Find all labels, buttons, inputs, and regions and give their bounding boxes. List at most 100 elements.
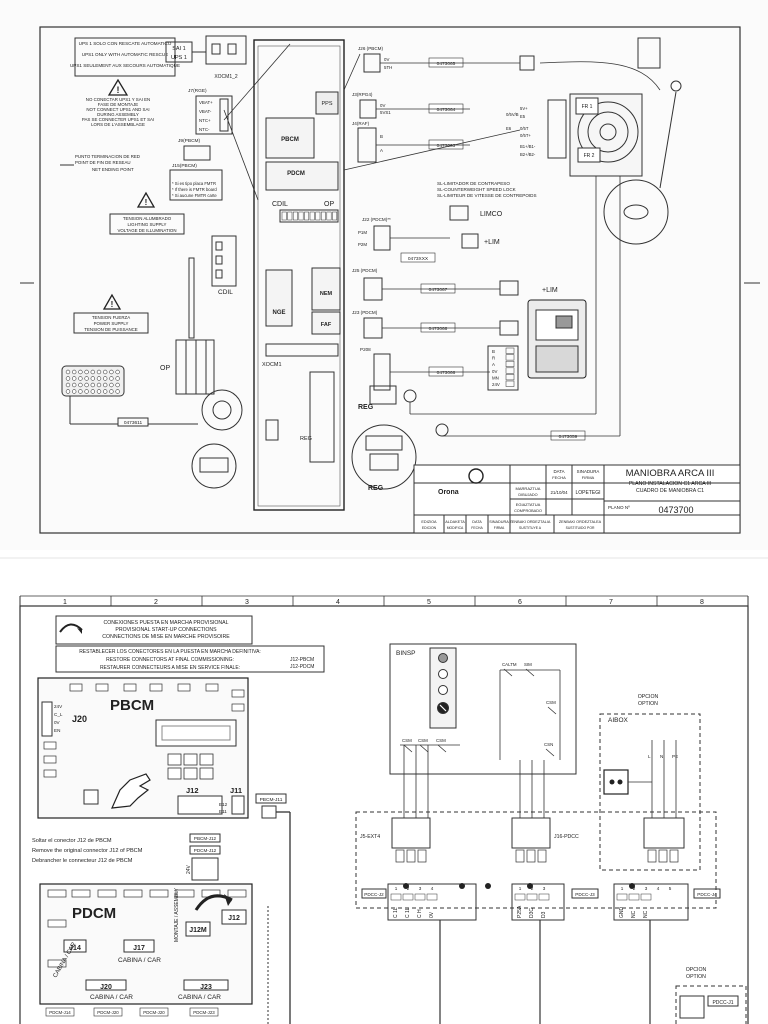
revision-col: FECHA	[471, 526, 483, 530]
connector-pin	[647, 849, 657, 863]
lcd-display	[155, 719, 237, 747]
power-line: POWER SUPPLY	[94, 321, 129, 326]
cable-label-box	[550, 430, 586, 441]
encoder-pin: 0/5T+	[520, 133, 531, 138]
warning-icon: !	[107, 78, 129, 96]
pdcm-header	[47, 919, 67, 928]
ending-point-line: NET ENDING POINT	[92, 167, 134, 172]
cable-label-box	[117, 417, 149, 427]
revision-col: FIRMA	[494, 526, 505, 530]
binsp-contact-label: CSM	[546, 700, 556, 705]
svg-text:!: !	[111, 300, 114, 309]
sheet-1-frame	[39, 26, 741, 534]
terminal-number: 1	[621, 886, 624, 891]
terminal-cell	[402, 893, 414, 901]
warn-note-line: LORS DE L'ASSEMBLAGE	[91, 122, 145, 127]
duct	[309, 371, 335, 463]
j20-connector	[85, 979, 127, 991]
terminal-number: 3	[645, 886, 648, 891]
drum-dot	[78, 382, 83, 388]
drum-dot	[96, 389, 102, 394]
title-col: FIRMA	[582, 475, 595, 480]
grid-label: 6	[518, 599, 522, 606]
terminal-cell	[287, 211, 293, 221]
j16-pdcc-label: J16-PDCC	[554, 834, 579, 840]
binsp-contact-label: CSM	[402, 738, 412, 743]
terminal-screw	[403, 883, 409, 889]
j22-pin: P2M	[358, 242, 367, 247]
j17-connector	[123, 939, 155, 953]
terminal-number: 3	[543, 886, 546, 891]
pdcm-header	[227, 889, 247, 898]
option-box	[675, 985, 747, 1024]
p208-pin-cell	[505, 367, 515, 374]
p208-pin: A	[492, 362, 495, 367]
pdcc-j2-terminal	[387, 883, 477, 921]
connector-pins	[395, 849, 679, 863]
sheet-1: UPS 1 SOLO CON RESCATE AUTOMATICO UPS1 O…	[20, 26, 760, 534]
nge-module	[265, 269, 293, 327]
drum-dot	[102, 389, 108, 394]
drum-dot	[90, 382, 96, 388]
terminal-screw	[485, 883, 491, 889]
title-row: EGIAZTATUA	[516, 502, 541, 507]
terminal-number: 5	[669, 886, 672, 891]
pbcm-header	[43, 769, 57, 778]
pbcm-j11-tag-text: PBCM-J11	[260, 797, 283, 803]
warn-note-line: NO CONECTAR UPS1 Y SAI EN	[86, 97, 150, 102]
pdcm-bottom-tag-text: PDCM-J14	[49, 1010, 71, 1015]
terminal-cell	[292, 211, 298, 221]
j20-connector	[41, 701, 53, 737]
detail-circle	[603, 179, 669, 245]
connector-pin	[669, 849, 679, 863]
revision-col: SINADURA	[489, 520, 509, 524]
p208-pin: MN	[492, 375, 499, 380]
cable-label-box	[428, 366, 464, 377]
terminal-cell	[426, 893, 438, 901]
pdcm-title: PDCM	[72, 905, 116, 922]
binsp-contact	[547, 706, 557, 715]
j7-pin: VBAT+	[199, 100, 213, 105]
ups-note-line: UPS 1 SOLO CON RESCATE AUTOMATICO	[79, 41, 172, 46]
pbcm-j11-tag	[255, 793, 287, 804]
j12-label: J12	[228, 915, 240, 922]
cable-label-box	[420, 322, 456, 333]
drum-dot	[78, 389, 83, 394]
p208-pin-cell	[505, 354, 515, 361]
hand-pointer-icon	[111, 773, 151, 809]
p208-pin-cell	[505, 374, 515, 381]
drum-dot	[78, 369, 83, 375]
encoder-pin: B2+/B2-	[520, 152, 536, 157]
drum-dot	[65, 389, 71, 394]
cdil-terminal	[211, 235, 237, 287]
connector-pin	[406, 849, 416, 863]
pbcm-header	[95, 683, 109, 692]
binsp-contact-label: CSN	[544, 742, 553, 747]
terminal-label: GND	[619, 907, 625, 919]
encoder-pin: 0/5V/B	[506, 112, 519, 117]
faf-module	[311, 311, 341, 335]
aibox-pin: L	[648, 754, 651, 759]
socket-outlet	[603, 769, 629, 795]
terminal-label: 0V	[429, 911, 435, 918]
pbcm-header	[69, 683, 83, 692]
title-col: SINADURA	[577, 469, 600, 474]
binsp-contact	[437, 744, 447, 753]
aibox-pin: N	[660, 754, 663, 759]
j23-connector	[183, 979, 229, 991]
title-col: DATA	[553, 469, 564, 474]
fmtr-note-line: * If there is FMTR board	[172, 187, 217, 192]
sheet-gap	[0, 550, 768, 580]
limitador-line: SL-LIMITADOR DE CONTRAPESO	[437, 181, 510, 186]
drawing-number: 0473700	[658, 505, 693, 515]
lim-connector	[499, 320, 519, 336]
din-rail	[188, 257, 195, 339]
connector-pin	[395, 849, 405, 863]
connector-pin	[526, 849, 536, 863]
cabina-label: CABINA / CAR	[118, 957, 161, 964]
detail-circle	[351, 424, 417, 490]
jtv-label: J15(PBCM)	[172, 163, 197, 169]
reg-label: REG	[368, 485, 384, 492]
power-line: TENSION DE PUISSANCE	[84, 327, 138, 332]
